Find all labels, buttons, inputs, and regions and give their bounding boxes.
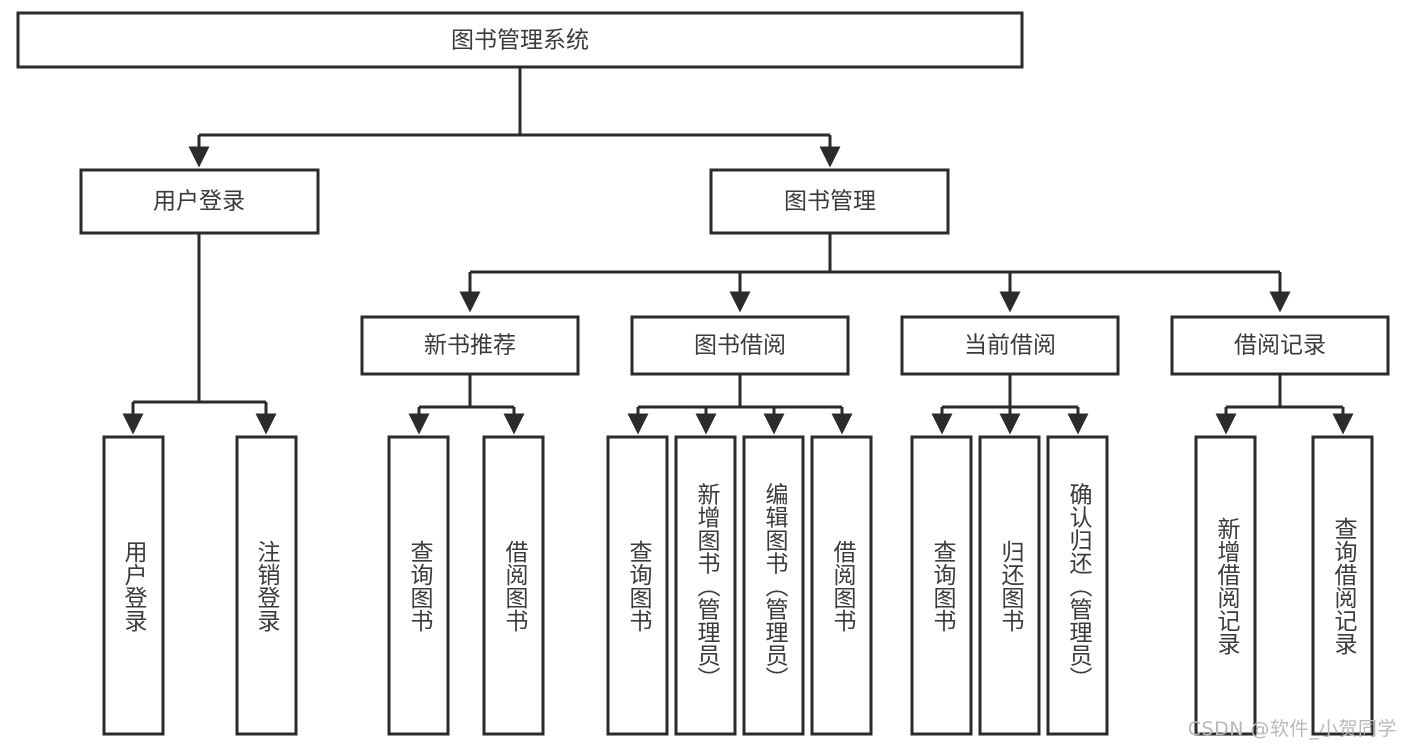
leaf-book-borrow-add-box bbox=[674, 435, 737, 736]
leaf-current-borrow-query-label: 查询图书 bbox=[929, 540, 957, 632]
leaf-current-borrow-return[interactable]: 归还图书 bbox=[978, 435, 1041, 736]
leaf-book-borrow-borrow[interactable]: 借阅图书 bbox=[810, 435, 873, 736]
node-new-book-recommend[interactable]: 新书推荐 bbox=[360, 315, 580, 376]
node-book-manage-label: 图书管理 bbox=[784, 189, 876, 215]
leaf-new-book-borrow[interactable]: 借阅图书 bbox=[482, 435, 545, 736]
connectors-book-borrow-to-leaves bbox=[627, 374, 853, 435]
leaf-current-borrow-confirm-return-box bbox=[1046, 435, 1109, 736]
node-book-borrow-label: 图书借阅 bbox=[694, 333, 786, 359]
node-root-system[interactable]: 图书管理系统 bbox=[16, 11, 1024, 69]
leaf-borrow-record-add-box bbox=[1194, 435, 1257, 736]
leaf-user-login-login-label: 用户登录 bbox=[120, 540, 148, 632]
leaf-new-book-borrow-label: 借阅图书 bbox=[501, 540, 529, 632]
connectors-new-book-to-leaves bbox=[408, 374, 525, 435]
node-book-manage[interactable]: 图书管理 bbox=[709, 168, 950, 235]
leaf-book-borrow-borrow-label: 借阅图书 bbox=[829, 540, 857, 632]
node-new-book-recommend-box bbox=[360, 315, 580, 376]
leaf-book-borrow-edit-box bbox=[742, 435, 805, 736]
leaf-borrow-record-add-label: 新增借阅记录 bbox=[1213, 517, 1241, 655]
leaf-current-borrow-query[interactable]: 查询图书 bbox=[910, 435, 973, 736]
leaf-borrow-record-query[interactable]: 查询借阅记录 bbox=[1311, 435, 1374, 736]
leaf-user-login-logout-label: 注销登录 bbox=[253, 540, 281, 632]
leaf-book-borrow-borrow-box bbox=[810, 435, 873, 736]
node-current-borrow-box bbox=[900, 315, 1120, 376]
node-user-login[interactable]: 用户登录 bbox=[79, 168, 320, 235]
leaf-book-borrow-add[interactable]: 新增图书（管理员） bbox=[674, 435, 737, 736]
leaf-borrow-record-query-box bbox=[1311, 435, 1374, 736]
leaf-current-borrow-confirm-return[interactable]: 确认归还（管理员） bbox=[1046, 435, 1109, 736]
leaf-new-book-query-label: 查询图书 bbox=[406, 540, 434, 632]
leaf-user-login-logout[interactable]: 注销登录 bbox=[235, 435, 298, 736]
node-root-system-label: 图书管理系统 bbox=[451, 28, 589, 54]
connectors-current-borrow-to-leaves bbox=[931, 374, 1089, 435]
leaf-book-borrow-query-box bbox=[606, 435, 669, 736]
connectors-borrow-record-to-leaves bbox=[1215, 374, 1354, 435]
node-new-book-recommend-label: 新书推荐 bbox=[424, 333, 516, 359]
leaf-book-borrow-query-label: 查询图书 bbox=[625, 540, 653, 632]
node-book-borrow-box bbox=[630, 315, 850, 376]
node-borrow-record-label: 借阅记录 bbox=[1234, 333, 1326, 359]
connectors-root-to-level2 bbox=[188, 67, 841, 168]
node-borrow-record-box bbox=[1170, 315, 1390, 376]
node-root-system-box bbox=[16, 11, 1024, 69]
leaf-borrow-record-add[interactable]: 新增借阅记录 bbox=[1194, 435, 1257, 736]
leaf-current-borrow-return-box bbox=[978, 435, 1041, 736]
leaf-book-borrow-edit[interactable]: 编辑图书（管理员） bbox=[742, 435, 805, 736]
connectors-book-manage-to-level3 bbox=[459, 233, 1291, 313]
leaf-borrow-record-query-label: 查询借阅记录 bbox=[1330, 517, 1358, 655]
node-current-borrow-label: 当前借阅 bbox=[964, 333, 1056, 359]
leaf-book-borrow-query[interactable]: 查询图书 bbox=[606, 435, 669, 736]
leaf-new-book-query-box bbox=[387, 435, 450, 736]
node-user-login-box bbox=[79, 168, 320, 235]
node-book-borrow[interactable]: 图书借阅 bbox=[630, 315, 850, 376]
node-current-borrow[interactable]: 当前借阅 bbox=[900, 315, 1120, 376]
leaf-current-borrow-query-box bbox=[910, 435, 973, 736]
node-book-manage-box bbox=[709, 168, 950, 235]
leaf-user-login-logout-box bbox=[235, 435, 298, 736]
leaf-book-borrow-edit-label: 编辑图书（管理员） bbox=[761, 483, 789, 690]
leaf-new-book-query[interactable]: 查询图书 bbox=[387, 435, 450, 736]
node-user-login-label: 用户登录 bbox=[153, 189, 245, 215]
leaf-book-borrow-add-label: 新增图书（管理员） bbox=[693, 483, 721, 690]
leaf-current-borrow-return-label: 归还图书 bbox=[997, 540, 1025, 632]
node-borrow-record[interactable]: 借阅记录 bbox=[1170, 315, 1390, 376]
leaf-current-borrow-confirm-return-label: 确认归还（管理员） bbox=[1065, 483, 1093, 690]
leaf-new-book-borrow-box bbox=[482, 435, 545, 736]
leaf-user-login-login-box bbox=[102, 435, 165, 736]
leaf-user-login-login[interactable]: 用户登录 bbox=[102, 435, 165, 736]
connectors-user-login-to-leaves bbox=[122, 233, 277, 435]
